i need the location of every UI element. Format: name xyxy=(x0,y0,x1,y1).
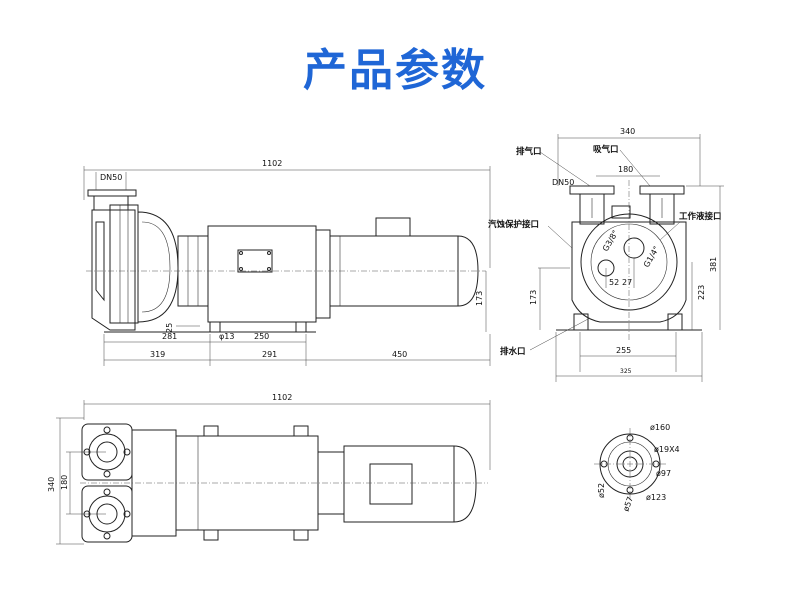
side-dim-319: 319 xyxy=(150,350,165,359)
working-fluid-port-label: 工作液接口 xyxy=(679,211,722,222)
side-dim-250: 250 xyxy=(254,332,269,341)
end-dim-27: 27 xyxy=(622,278,632,287)
end-height-173: 173 xyxy=(529,290,538,305)
side-gap-label: 25 xyxy=(165,323,174,333)
flange-holes: ø19X4 xyxy=(654,445,680,454)
side-length-label: 1102 xyxy=(262,159,282,168)
side-flange-label: DN50 xyxy=(100,173,122,182)
end-height-381: 381 xyxy=(709,257,718,272)
flange-d123: ø123 xyxy=(646,493,666,502)
side-dim-281: 281 xyxy=(162,332,177,341)
side-dim-450: 450 xyxy=(392,350,407,359)
exhaust-port-label: 排气口 xyxy=(516,146,542,157)
end-spacing-label: 180 xyxy=(618,165,633,174)
flange-detail: ø160 ø19X4 ø97 ø123 ø52 ø57 xyxy=(594,423,680,513)
flange-d52: ø52 xyxy=(597,483,606,498)
drain-port-label: 排水口 xyxy=(500,346,526,357)
flange-d57: ø57 xyxy=(621,495,635,512)
end-width-label: 340 xyxy=(620,127,635,136)
top-spacing-label: 180 xyxy=(60,475,69,490)
end-view: 340 排气口 吸气口 180 DN50 汽蚀保护接口 xyxy=(488,127,724,382)
end-dim-255: 255 xyxy=(616,346,631,355)
g14-label: G1/4" xyxy=(642,245,661,269)
side-view: 1102 DN50 xyxy=(83,159,491,366)
side-hole-label: φ13 xyxy=(219,332,234,341)
suction-port-label: 吸气口 xyxy=(593,144,619,155)
end-dim-325: 325 xyxy=(620,368,632,375)
top-width-label: 340 xyxy=(47,477,56,492)
flange-d97: ø97 xyxy=(656,469,671,478)
top-length-label: 1102 xyxy=(272,393,292,402)
top-view: 1102 340 180 xyxy=(47,393,491,545)
side-dim-291: 291 xyxy=(262,350,277,359)
g38-label: G3/8" xyxy=(601,229,620,253)
end-dim-52: 52 xyxy=(609,278,619,287)
end-height-223: 223 xyxy=(697,285,706,300)
flange-d160: ø160 xyxy=(650,423,670,432)
cavitation-port-label: 汽蚀保护接口 xyxy=(488,219,539,230)
page-title: 产品参数 xyxy=(303,45,487,96)
end-flange-label: DN50 xyxy=(552,178,574,187)
side-height-label: 173 xyxy=(475,291,484,306)
